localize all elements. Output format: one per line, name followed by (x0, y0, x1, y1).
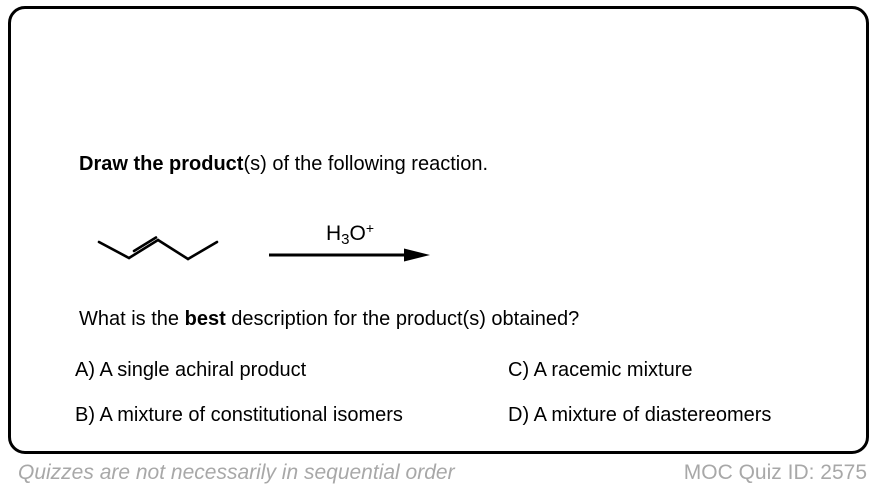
trans-2-pentene-structure (97, 236, 219, 261)
option-b[interactable]: B) A mixture of constitutional isomers (75, 403, 508, 427)
question-text: What is the best description for the pro… (79, 307, 579, 331)
option-a-label: A) (75, 359, 95, 381)
option-d-label: D) (508, 404, 530, 426)
quiz-id-label: MOC Quiz ID: 2575 (683, 461, 867, 484)
footer-note: Quizzes are not necessarily in sequentia… (18, 461, 455, 484)
question-post: description for the product(s) obtained? (225, 308, 580, 330)
reagent-o: O (349, 222, 366, 245)
reagent-h3o-plus-label: H3O+ (269, 216, 431, 252)
quiz-card: Draw the product(s) of the following rea… (8, 6, 869, 454)
answer-options: A) A single achiral product C) A racemic… (75, 358, 771, 427)
option-a-text: A single achiral product (99, 359, 307, 381)
option-b-label: B) (75, 404, 95, 426)
option-c[interactable]: C) A racemic mixture (508, 358, 771, 382)
reagent-superscript-plus: + (365, 220, 375, 236)
reaction-arrow-icon (269, 248, 430, 262)
option-d[interactable]: D) A mixture of diastereomers (508, 403, 771, 427)
reagent-h: H (325, 222, 342, 245)
prompt-text: Draw the product(s) of the following rea… (79, 152, 488, 176)
option-c-text: A racemic mixture (533, 359, 693, 381)
prompt-bold: Draw the product (79, 153, 244, 175)
prompt-rest: (s) of the following reaction. (243, 153, 489, 175)
option-c-label: C) (508, 359, 530, 381)
option-d-text: A mixture of diastereomers (533, 404, 772, 426)
option-a[interactable]: A) A single achiral product (75, 358, 508, 382)
option-b-text: A mixture of constitutional isomers (99, 404, 403, 426)
question-bold: best (184, 308, 226, 330)
reagent-subscript-3: 3 (341, 231, 350, 248)
question-pre: What is the (79, 308, 185, 330)
